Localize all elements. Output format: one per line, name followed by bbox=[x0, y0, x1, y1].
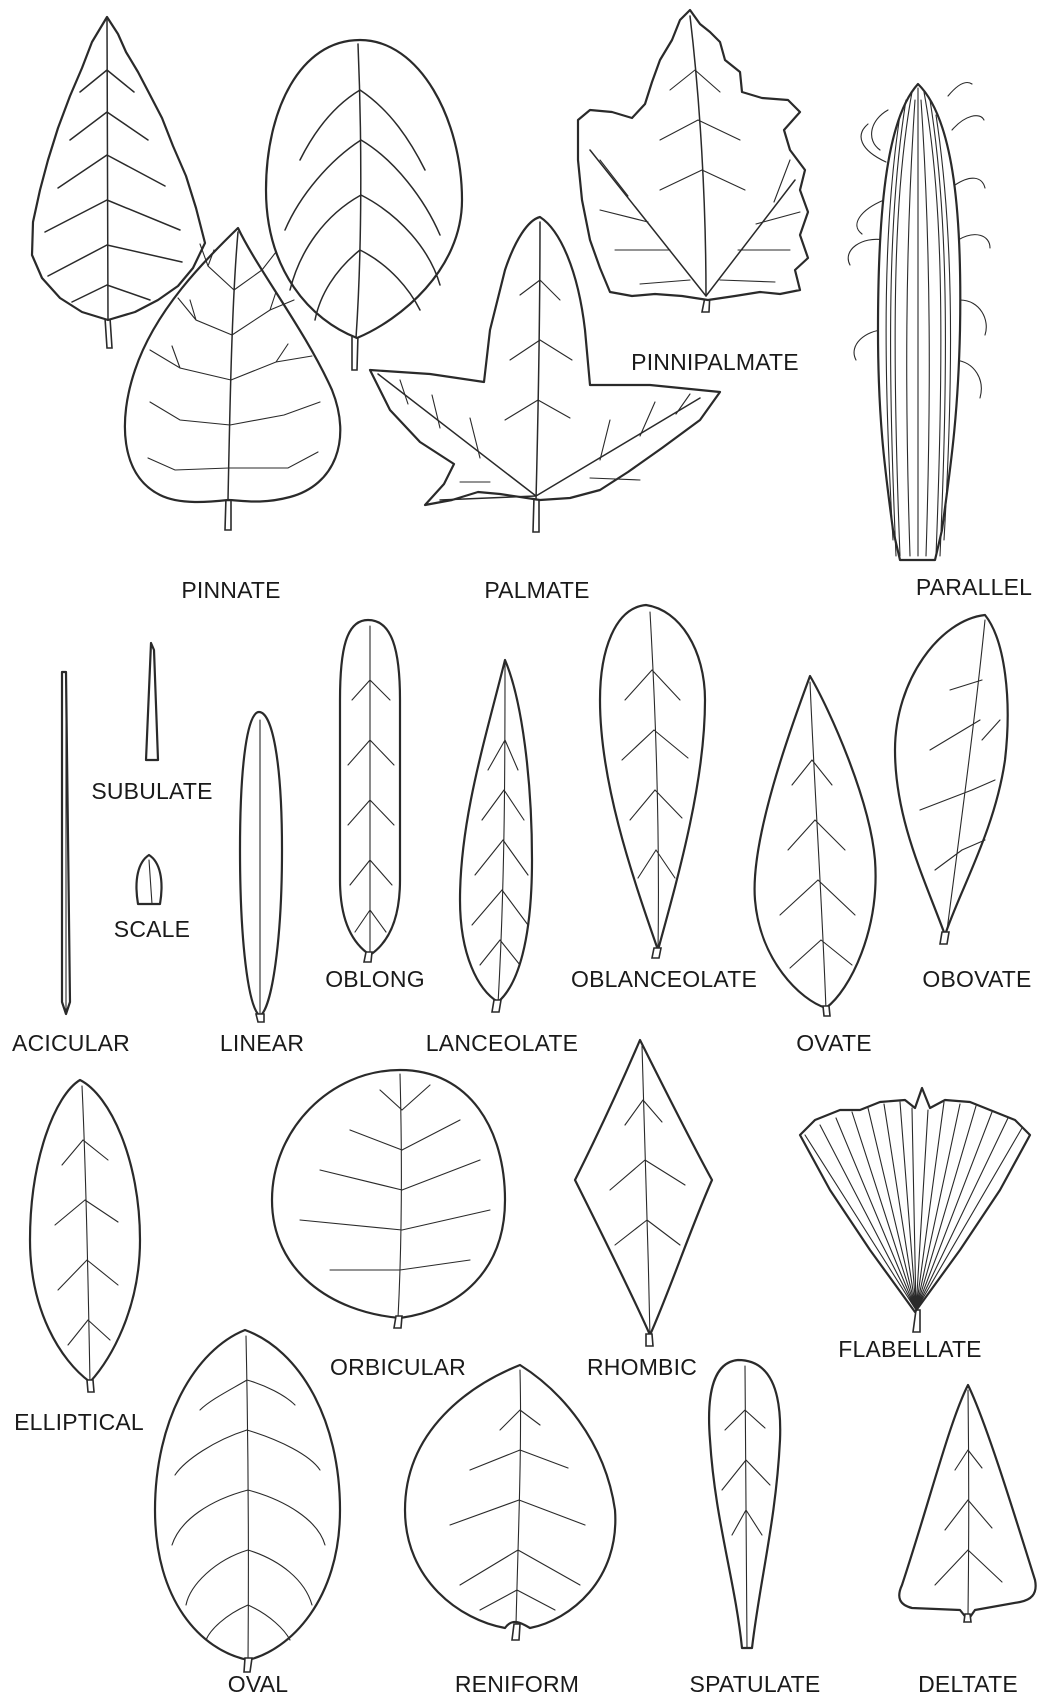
label-linear: LINEAR bbox=[220, 1030, 304, 1057]
label-pinnate: PINNATE bbox=[181, 577, 280, 604]
pinnipalmate-leaf bbox=[578, 10, 808, 312]
label-reniform: RENIFORM bbox=[455, 1671, 579, 1698]
reniform-leaf bbox=[405, 1365, 615, 1640]
ovate-leaf bbox=[755, 676, 876, 1016]
elliptic-pinnate-leaf bbox=[266, 40, 462, 370]
linear-leaf bbox=[240, 712, 282, 1022]
label-elliptical: ELLIPTICAL bbox=[14, 1409, 144, 1436]
label-scale: SCALE bbox=[114, 916, 190, 943]
flabellate-leaf bbox=[800, 1088, 1030, 1332]
elliptical-leaf bbox=[30, 1080, 140, 1392]
label-oblanceolate: OBLANCEOLATE bbox=[571, 966, 757, 993]
obovate-leaf bbox=[895, 615, 1008, 944]
lanceolate-leaf bbox=[460, 660, 532, 1012]
rhombic-leaf bbox=[575, 1040, 712, 1346]
parallel-veined-leaf bbox=[848, 83, 990, 561]
oblanceolate-leaf bbox=[600, 605, 705, 958]
label-acicular: ACICULAR bbox=[12, 1030, 130, 1057]
label-ovate: OVATE bbox=[796, 1030, 872, 1057]
label-rhombic: RHOMBIC bbox=[587, 1354, 697, 1381]
acicular-leaf bbox=[62, 672, 70, 1014]
label-spatulate: SPATULATE bbox=[690, 1671, 821, 1698]
deltate-leaf bbox=[899, 1385, 1035, 1622]
label-flabellate: FLABELLATE bbox=[838, 1336, 981, 1363]
spatulate-leaf bbox=[709, 1360, 780, 1648]
label-lanceolate: LANCEOLATE bbox=[426, 1030, 578, 1057]
orbicular-leaf bbox=[272, 1070, 505, 1328]
label-subulate: SUBULATE bbox=[91, 778, 212, 805]
subulate-leaf bbox=[146, 643, 158, 760]
oval-leaf bbox=[155, 1330, 340, 1672]
label-oblong: OBLONG bbox=[325, 966, 425, 993]
label-oval: OVAL bbox=[228, 1671, 288, 1698]
label-palmate: PALMATE bbox=[484, 577, 589, 604]
label-obovate: OBOVATE bbox=[922, 966, 1031, 993]
label-orbicular: ORBICULAR bbox=[330, 1354, 466, 1381]
oblong-leaf bbox=[340, 620, 400, 962]
scale-leaf bbox=[136, 855, 161, 904]
label-deltate: DELTATE bbox=[918, 1671, 1018, 1698]
label-pinnipalmate: PINNIPALMATE bbox=[631, 349, 799, 376]
label-parallel: PARALLEL bbox=[916, 574, 1032, 601]
